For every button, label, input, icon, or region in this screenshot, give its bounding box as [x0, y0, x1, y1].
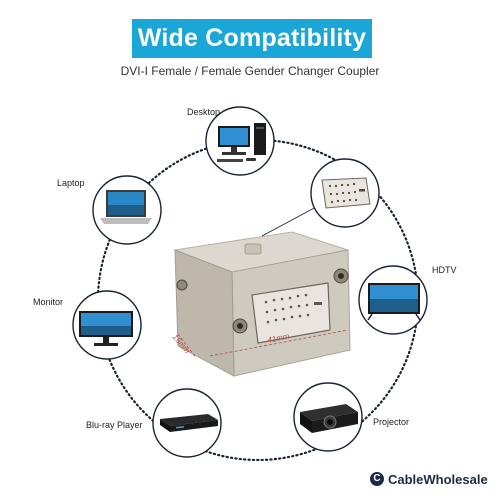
label-bluray-player: Blu-ray Player	[86, 420, 143, 430]
brand-logo: C CableWholesale	[370, 470, 488, 488]
brand-name: CableWholesale	[388, 471, 488, 487]
device-projector	[293, 382, 363, 452]
callout-line	[261, 205, 319, 237]
label-projector: Projector	[373, 417, 409, 427]
label-desktop: Desktop	[187, 107, 220, 117]
label-laptop: Laptop	[57, 178, 85, 188]
banner-title: Wide Compatibility	[132, 19, 372, 58]
connector-detail-circle	[310, 158, 380, 228]
brand-mark-icon: C	[370, 472, 384, 486]
device-desktop	[205, 106, 275, 176]
device-monitor	[72, 290, 142, 360]
dvi-coupler-image	[173, 231, 351, 377]
device-bluray-player	[152, 388, 222, 458]
device-hdtv	[358, 265, 428, 335]
dimension-lines	[177, 329, 349, 359]
label-monitor: Monitor	[33, 297, 63, 307]
label-hdtv: HDTV	[432, 265, 457, 275]
device-laptop	[92, 175, 162, 245]
subtitle: DVI-I Female / Female Gender Changer Cou…	[120, 64, 380, 78]
